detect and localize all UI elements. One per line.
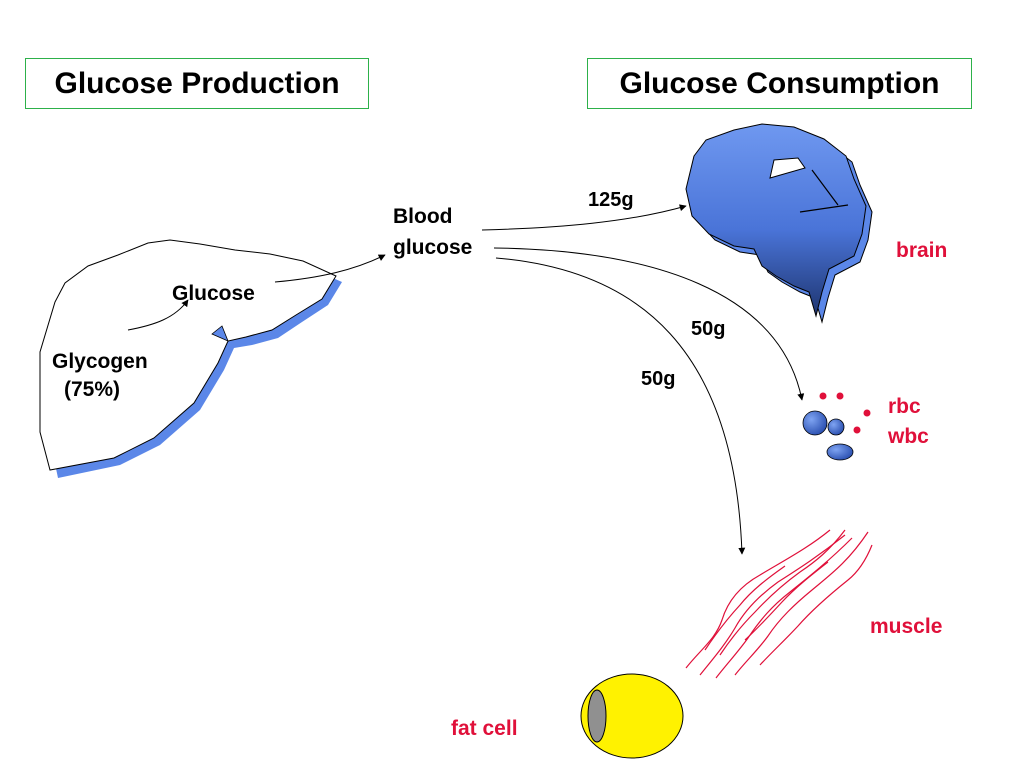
brain-body: [685, 123, 867, 318]
wbc-cell-oval: [826, 443, 854, 461]
fat-cell-body: [580, 673, 684, 759]
cells-flow-amount: 50g: [691, 318, 725, 340]
blood-to-cells-arrow: [493, 247, 805, 401]
rbc-label: rbc: [888, 395, 921, 418]
blood-to-muscle-arrow: [495, 257, 746, 555]
rbc-dot: [853, 426, 861, 434]
rbc-dot: [819, 392, 827, 400]
blood-cells-illustration: [802, 392, 871, 461]
brain-fold: [769, 157, 806, 179]
wbc-cell-large: [802, 410, 828, 436]
fat-cell-label: fat cell: [451, 717, 518, 740]
rbc-dot: [863, 409, 871, 417]
brain-illustration: [685, 123, 873, 324]
glycogen-to-glucose-arrow: [127, 299, 189, 331]
fat-cell-nucleus: [587, 689, 607, 743]
brain-flow-amount: 125g: [588, 189, 634, 211]
muscle-flow-amount: 50g: [641, 368, 675, 390]
blood-label: Blood: [393, 205, 452, 228]
liver-outline: [39, 239, 337, 471]
rbc-dot: [836, 392, 844, 400]
blood-to-brain-arrow: [481, 204, 687, 231]
wbc-cell-small: [827, 418, 845, 436]
wbc-label: wbc: [887, 425, 929, 448]
liver-notch: [211, 325, 229, 342]
glucose-label: Glucose: [172, 282, 255, 305]
liver-illustration: [39, 239, 342, 478]
glycogen-percent-label: (75%): [64, 378, 120, 401]
glucose-consumption-title: Glucose Consumption: [587, 58, 972, 109]
brain-sulcus: [799, 169, 849, 213]
glucose-blood-label: glucose: [393, 236, 472, 259]
muscle-illustration: [685, 529, 873, 679]
fat-cell-illustration: [580, 673, 684, 759]
glucose-production-title: Glucose Production: [25, 58, 369, 109]
brain-label: brain: [896, 239, 947, 262]
muscle-label: muscle: [870, 615, 942, 638]
glucose-to-blood-arrow: [274, 254, 386, 283]
glycogen-label: Glycogen: [52, 350, 148, 373]
